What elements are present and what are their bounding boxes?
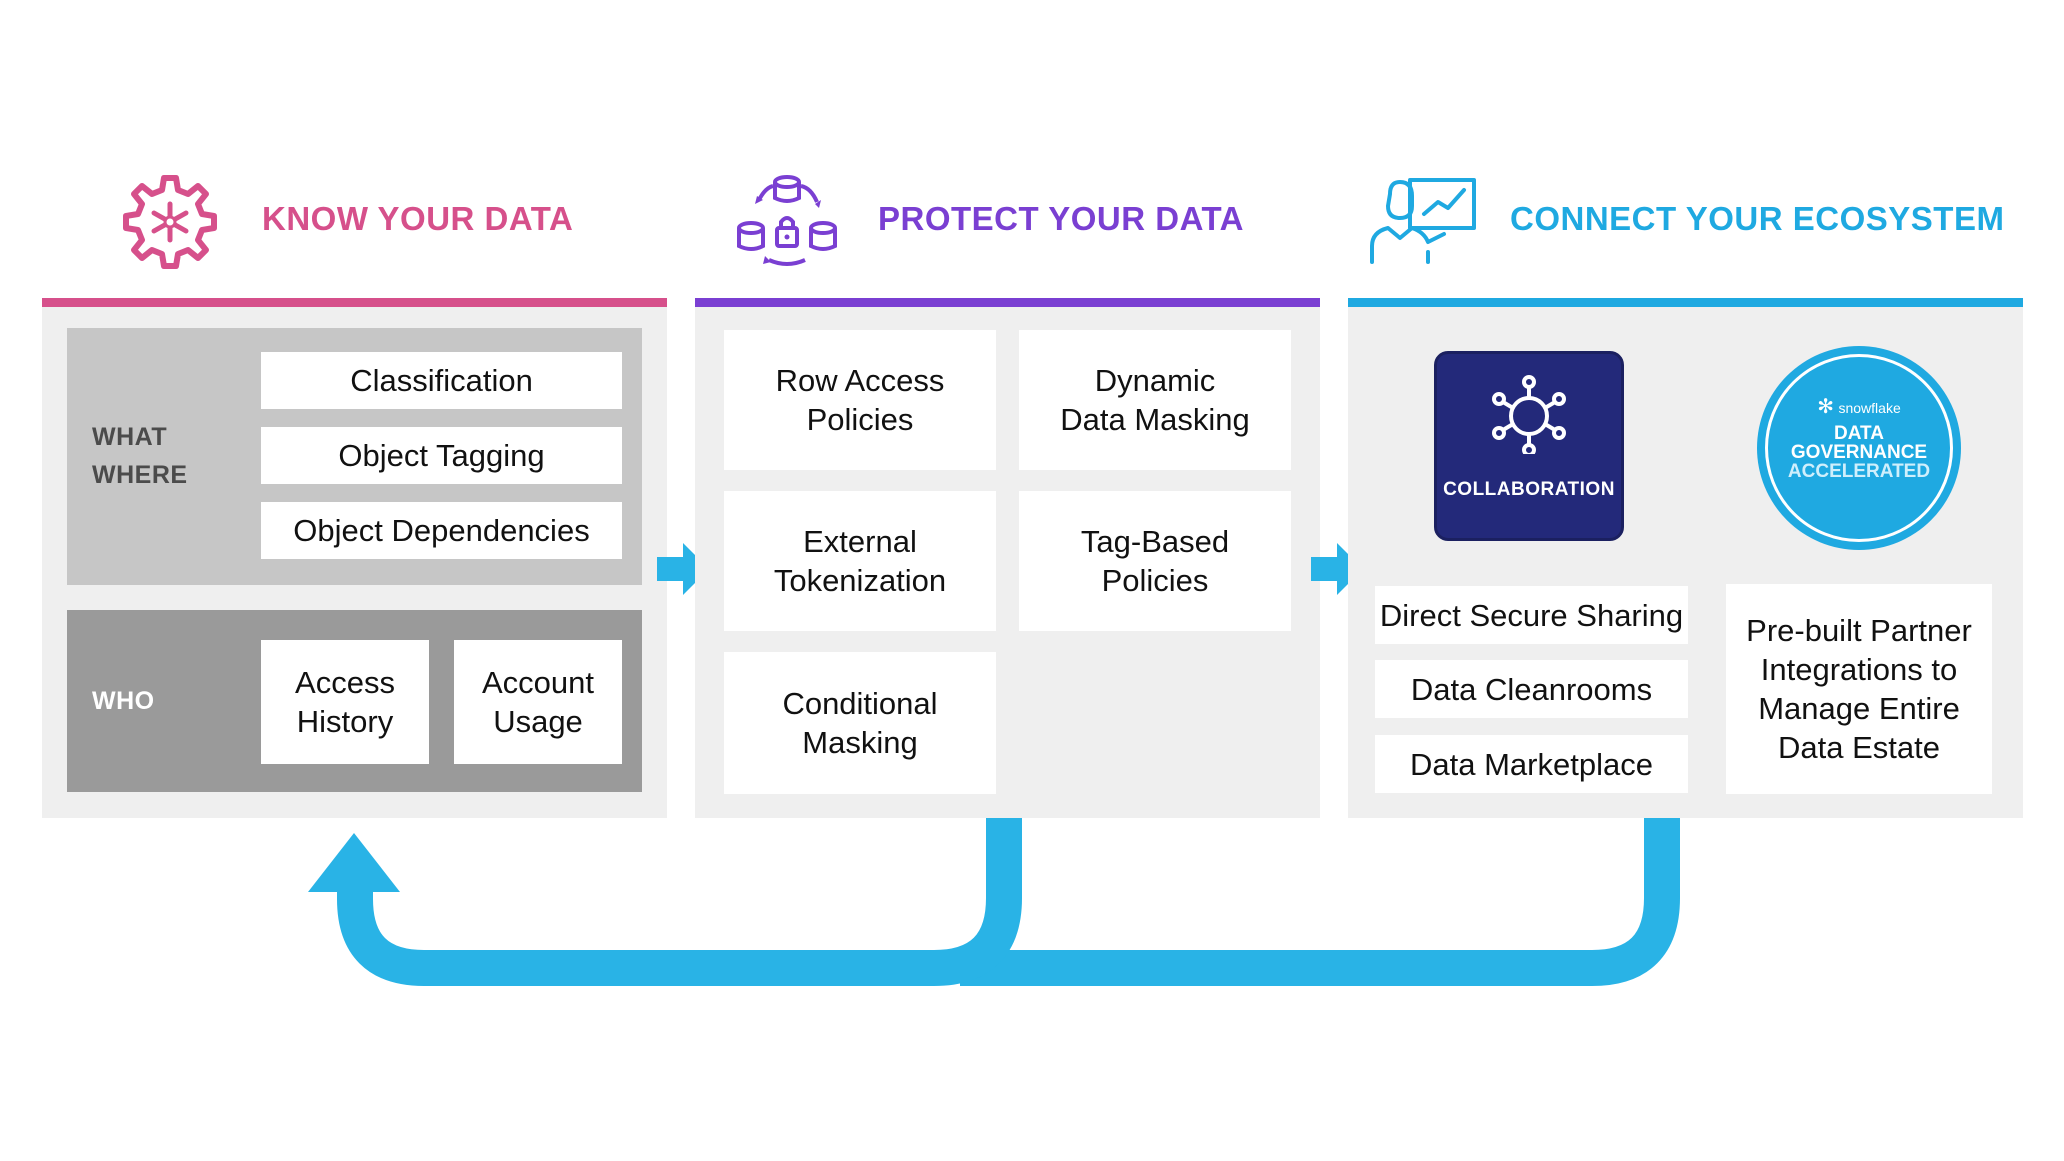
collaboration-tile: COLLABORATION [1434, 351, 1624, 541]
dynamic-data-masking-box: Dynamic Data Masking [1019, 330, 1291, 470]
badge-line3: ACCELERATED [1787, 461, 1931, 482]
snowflake-logo-icon: ✻ [1817, 396, 1835, 418]
protect-topbar [695, 298, 1320, 307]
loop-arrow-from-protect [337, 818, 1022, 986]
data-governance-badge: ✻ snowflake DATA GOVERNANCE ACCELERATED [1757, 346, 1961, 550]
protect-heading: PROTECT YOUR DATA [878, 200, 1245, 237]
know-panel: WHAT WHERE Classification Object Tagging… [42, 298, 667, 818]
classification-box: Classification [261, 352, 622, 409]
know-topbar [42, 298, 667, 307]
person-chart-icon [1370, 178, 1476, 264]
connect-panel: COLLABORATION ✻ snowflake DATA GOVERNANC… [1348, 298, 2023, 818]
network-hub-icon [1492, 375, 1566, 454]
where-label: WHERE [92, 461, 188, 489]
tag-based-policies-box: Tag-Based Policies [1019, 491, 1291, 631]
snowflake-gear-icon [123, 175, 217, 269]
badge-brand-row: ✻ snowflake [1757, 394, 1961, 419]
badge-inner-ring [1765, 354, 1953, 542]
database-lock-cycle-icon [737, 175, 837, 266]
data-cleanrooms-box: Data Cleanrooms [1375, 660, 1688, 718]
badge-line2: GOVERNANCE [1790, 442, 1928, 463]
connect-topbar [1348, 298, 2023, 307]
connect-heading: CONNECT YOUR ECOSYSTEM [1510, 200, 2005, 237]
know-heading: KNOW YOUR DATA [262, 200, 574, 237]
conditional-masking-box: Conditional Masking [724, 652, 996, 794]
access-history-box: Access History [261, 640, 429, 764]
partner-integrations-box: Pre-built Partner Integrations to Manage… [1726, 584, 1992, 794]
object-dependencies-box: Object Dependencies [261, 502, 622, 559]
loop-arrow-from-connect [960, 818, 1680, 986]
badge-line1: DATA [1834, 423, 1884, 444]
who-label: WHO [92, 687, 155, 715]
direct-secure-sharing-box: Direct Secure Sharing [1375, 586, 1688, 644]
object-tagging-box: Object Tagging [261, 427, 622, 484]
badge-brand-text: snowflake [1838, 400, 1901, 416]
know-header: KNOW YOUR DATA [120, 172, 680, 272]
protect-header: PROTECT YOUR DATA [735, 172, 1335, 272]
what-where-block: WHAT WHERE Classification Object Tagging… [67, 328, 642, 585]
row-access-policies-box: Row Access Policies [724, 330, 996, 470]
connect-header: CONNECT YOUR ECOSYSTEM [1368, 172, 2018, 272]
loop-arrow-head [308, 833, 400, 892]
what-label: WHAT [92, 423, 168, 451]
data-marketplace-box: Data Marketplace [1375, 735, 1688, 793]
protect-panel: Row Access Policies Dynamic Data Masking… [695, 298, 1320, 818]
external-tokenization-box: External Tokenization [724, 491, 996, 631]
collaboration-label: COLLABORATION [1443, 479, 1615, 500]
who-block: WHO Access History Account Usage [67, 610, 642, 792]
account-usage-box: Account Usage [454, 640, 622, 764]
